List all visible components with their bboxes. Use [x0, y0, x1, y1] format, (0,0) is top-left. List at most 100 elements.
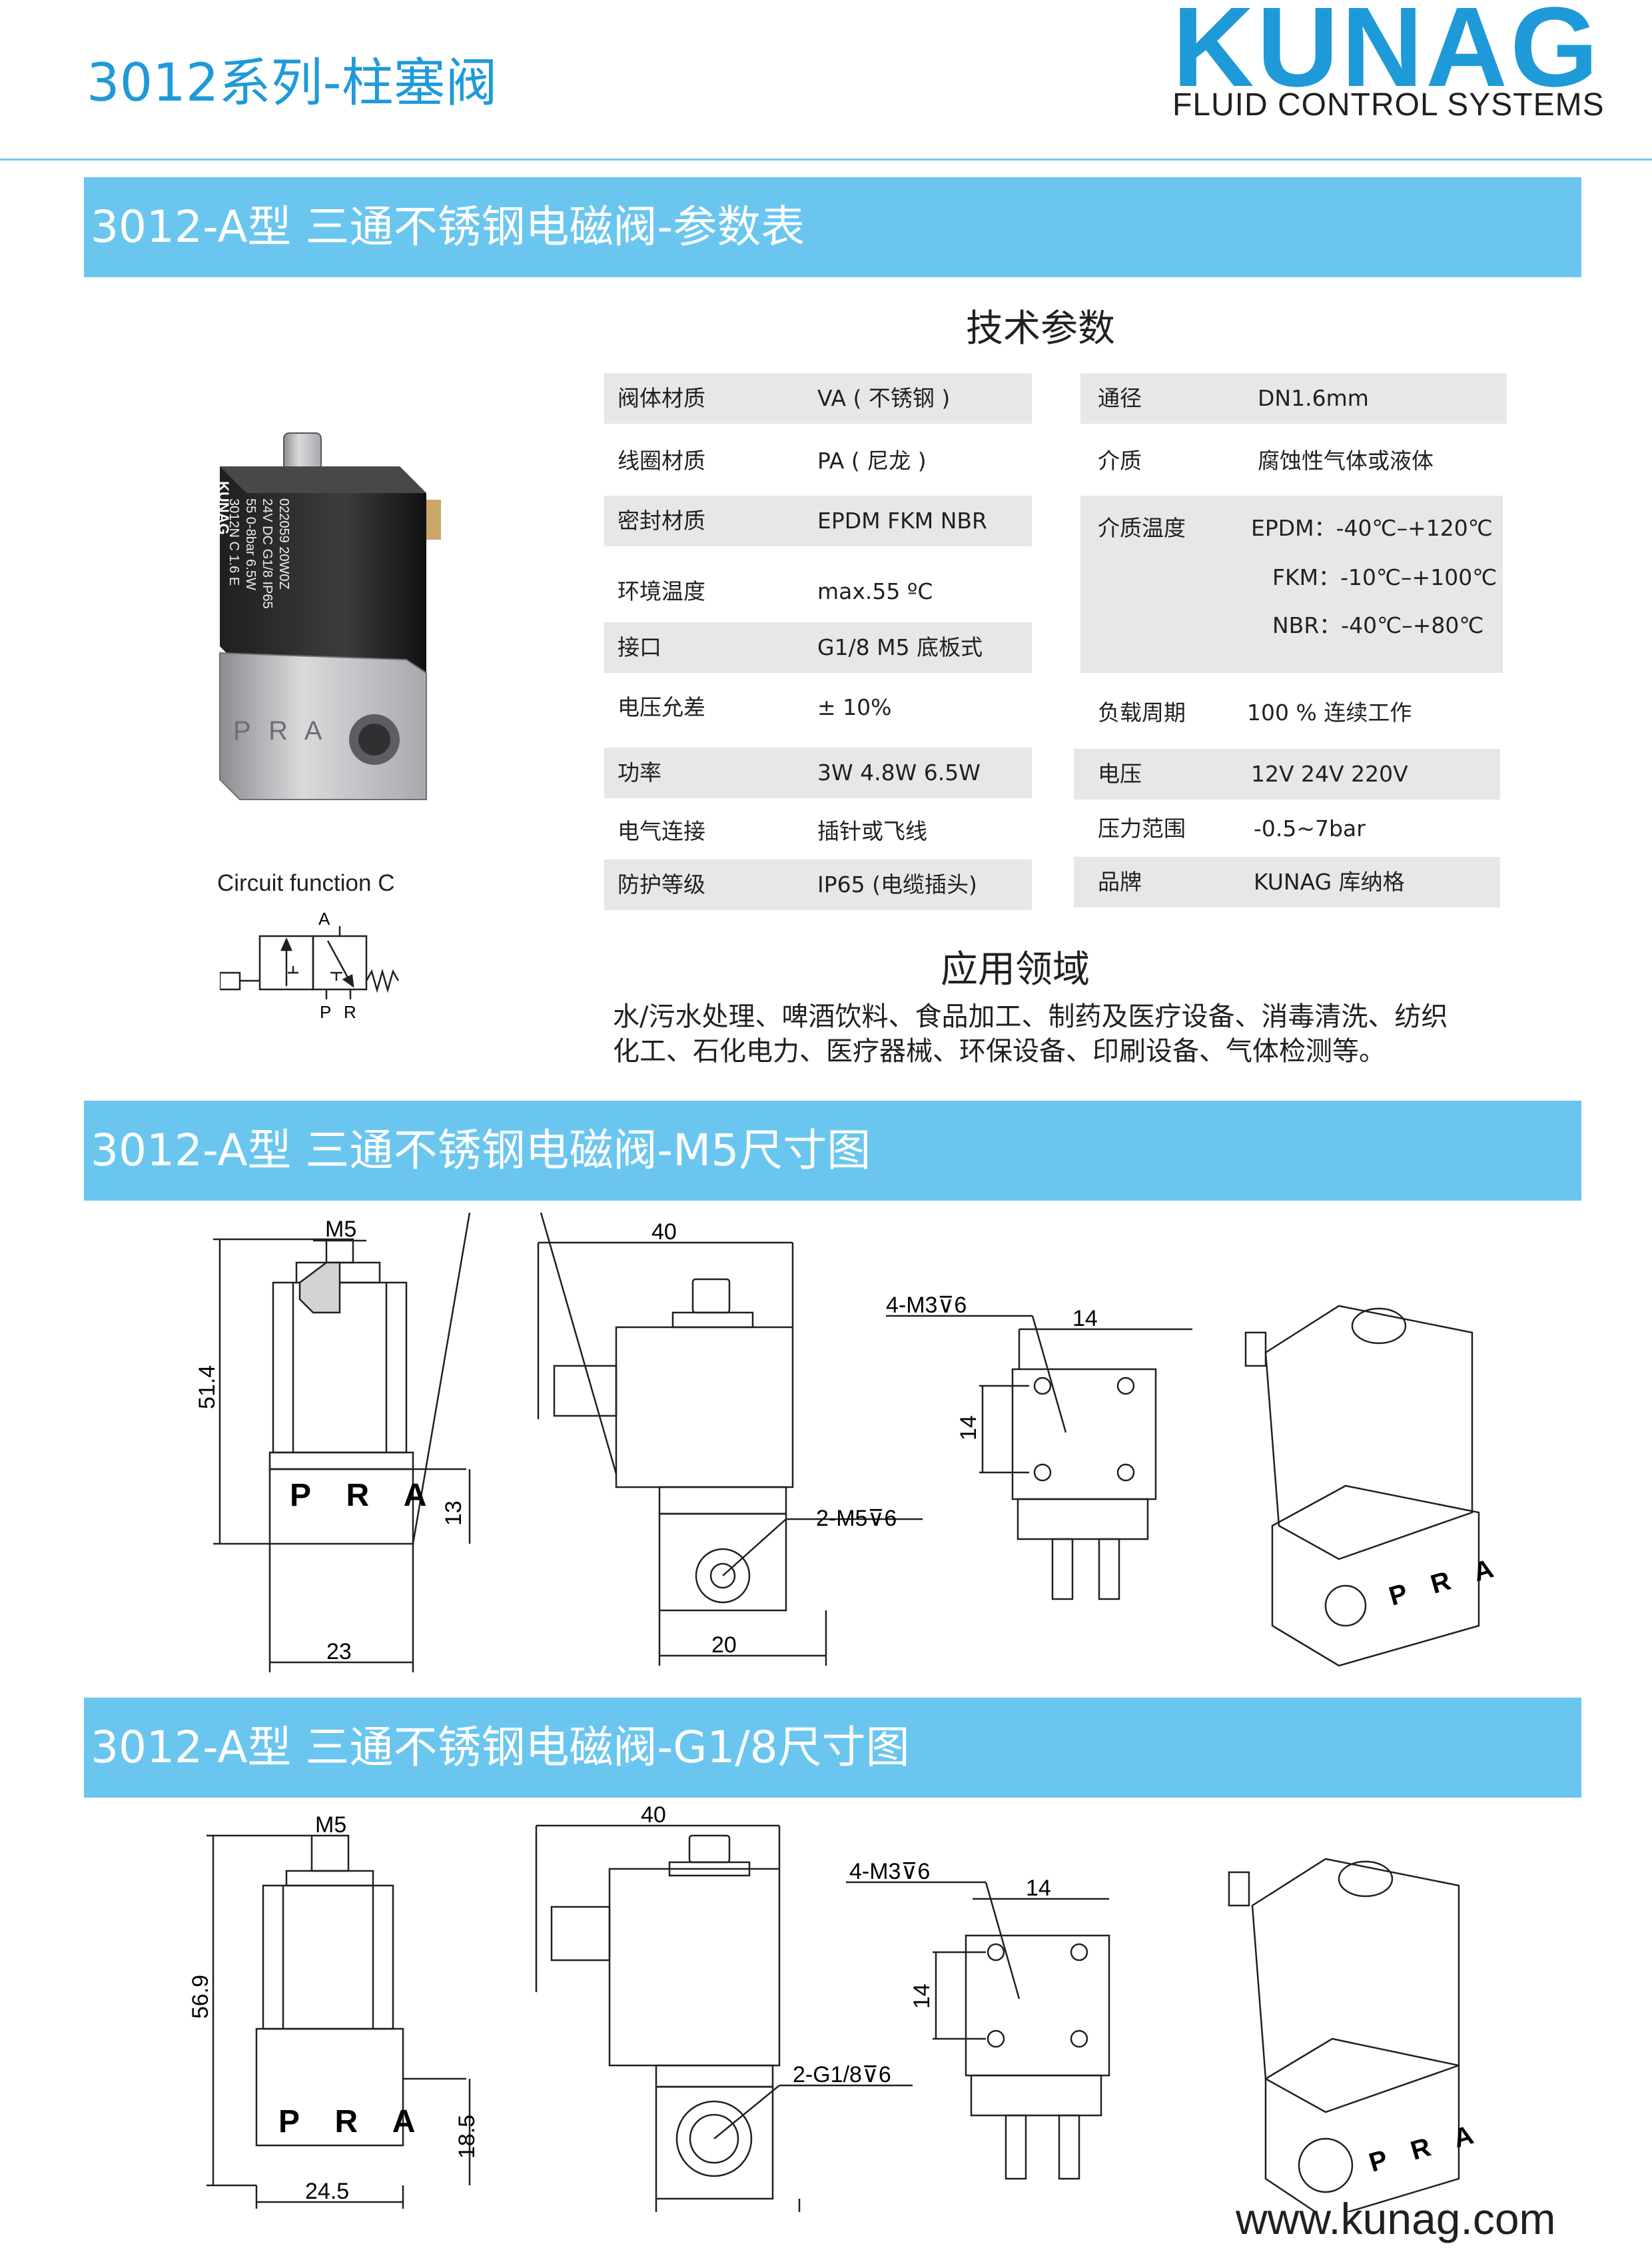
coil-print-line: 55 0-8bar 6.5W: [243, 498, 258, 590]
body-marking: P R A: [233, 716, 328, 746]
spec-row: 负载周期 100 % 连续工作: [1080, 688, 1507, 738]
dim-outlet-thread: 2-M5⊽6: [816, 1506, 897, 1531]
spec-value: KUNAG 库纳格: [1254, 869, 1405, 895]
spec-value: max.55 ºC: [817, 578, 933, 604]
spec-row: 线圈材质 PA ( 尼龙 ): [604, 436, 1032, 486]
applications-text: 水/污水处理、啤酒饮料、食品加工、制药及医疗设备、消毒清洗、纺织 化工、石化电力…: [613, 999, 1492, 1069]
spec-label: 通径: [1098, 385, 1142, 411]
dim-body-height: 13: [441, 1500, 466, 1526]
dim-hole-pitch-y: 14: [909, 1983, 935, 2009]
body-marking: P R A: [278, 2104, 428, 2139]
dim-hole-pitch-x: 14: [1072, 1306, 1098, 1331]
spec-row: 品牌 KUNAG 库纳格: [1074, 857, 1500, 907]
section-title: 3012-A型 三通不锈钢电磁阀-参数表: [91, 201, 805, 253]
coil-print-line: 022059 20W0Z: [276, 498, 291, 590]
website-link[interactable]: www.kunag.com: [1236, 2194, 1556, 2243]
spec-label: 电气连接: [618, 818, 705, 844]
spec-label: 防护等级: [618, 871, 705, 897]
circuit-symbol: A P R: [220, 909, 400, 1022]
spec-row: 密封材质 EPDM FKM NBR: [604, 496, 1032, 546]
section-banner-g18: 3012-A型 三通不锈钢电磁阀-G1/8尺寸图: [84, 1698, 1581, 1798]
dim-mount-holes: 4-M3⊽6: [886, 1293, 967, 1318]
spec-label: 密封材质: [618, 508, 705, 534]
spec-row: 电压允差 ± 10%: [604, 682, 1032, 733]
spec-value: 12V 24V 220V: [1251, 761, 1408, 787]
dim-hole-pitch-x: 14: [1026, 1876, 1051, 1901]
spec-row: 阀体材质 VA ( 不锈钢 ): [604, 373, 1032, 424]
section-banner-m5: 3012-A型 三通不锈钢电磁阀-M5尺寸图: [84, 1101, 1581, 1201]
section-banner-spec: 3012-A型 三通不锈钢电磁阀-参数表: [84, 177, 1581, 277]
spec-value: EPDM：-40℃–+120℃: [1251, 515, 1493, 541]
spec-value: NBR：-40℃–+80℃: [1272, 612, 1484, 638]
spec-label: 介质: [1098, 448, 1142, 474]
spec-value: G1/8 M5 底板式: [817, 634, 983, 660]
dim-port: M5: [325, 1217, 356, 1242]
coil-print-line: 3012N C 1.6 E: [226, 498, 241, 586]
header-divider: [0, 159, 1652, 161]
body-marking: P R A: [290, 1478, 440, 1513]
m5-drawings: M5 51.4 23 13 P R A 40 2-M5⊽6 20 4-M3⊽6 …: [195, 1213, 1505, 1672]
dim-mount-holes: 4-M3⊽6: [849, 1859, 930, 1884]
spec-label: 阀体材质: [618, 385, 705, 411]
spec-value: EPDM FKM NBR: [817, 508, 987, 534]
spec-row: 通径 DN1.6mm: [1080, 373, 1507, 424]
dim-body-height: 18.5: [454, 2115, 480, 2159]
dim-body-length: 20: [711, 1632, 737, 1658]
spec-label: 品牌: [1098, 869, 1142, 895]
dim-length: 40: [651, 1219, 677, 1245]
spec-value: 腐蚀性气体或液体: [1258, 448, 1434, 474]
spec-row: 电压 12V 24V 220V: [1074, 749, 1500, 800]
applications-line: 化工、石化电力、医疗器械、环保设备、印刷设备、气体检测等。: [613, 1036, 1386, 1067]
applications-line: 水/污水处理、啤酒饮料、食品加工、制药及医疗设备、消毒清洗、纺织: [613, 1001, 1448, 1032]
dim-port: M5: [315, 1812, 346, 1838]
dim-height: 56.9: [188, 1975, 213, 2019]
spec-value: VA ( 不锈钢 ): [817, 385, 951, 411]
spec-label: 电压: [1098, 761, 1142, 787]
spec-value: 100 % 连续工作: [1247, 700, 1412, 726]
section-title: 3012-A型 三通不锈钢电磁阀-M5尺寸图: [91, 1125, 871, 1176]
spec-label: 压力范围: [1098, 816, 1186, 842]
dim-hole-pitch-y: 14: [956, 1415, 981, 1440]
port-a-label: A: [318, 909, 330, 929]
spec-row: 压力范围 -0.5~7bar: [1074, 804, 1500, 854]
coil-print-line: 24V DC G1/8 IP65: [260, 498, 274, 609]
spec-value: 3W 4.8W 6.5W: [817, 760, 981, 786]
applications-heading: 应用领域: [941, 948, 1090, 991]
port-r-label: R: [344, 1002, 356, 1022]
circuit-label: Circuit function C: [217, 870, 395, 896]
spec-value: PA ( 尼龙 ): [817, 448, 927, 474]
spec-label: 电压允差: [618, 694, 705, 720]
iso-body-marking: P R A: [1366, 2117, 1485, 2177]
port-p-label: P: [320, 1002, 331, 1022]
spec-label: 线圈材质: [618, 448, 705, 474]
dim-width: 24.5: [305, 2179, 349, 2204]
spec-label: 环境温度: [618, 578, 705, 604]
spec-value: ± 10%: [817, 694, 892, 720]
spec-label: 接口: [618, 634, 661, 660]
spec-label: 负载周期: [1098, 700, 1186, 726]
section-title: 3012-A型 三通不锈钢电磁阀-G1/8尺寸图: [91, 1722, 910, 1773]
spec-row-media-temperature: 介质温度 EPDM：-40℃–+120℃ FKM：-10℃–+100℃ NBR：…: [1080, 496, 1503, 673]
coil-brand: KUNAG: [215, 481, 232, 535]
spec-row: 环境温度 max.55 ºC: [604, 566, 1032, 617]
brand-tagline: FLUID CONTROL SYSTEMS: [1172, 87, 1605, 123]
spec-value: FKM：-10℃–+100℃: [1272, 564, 1497, 590]
brand-logo: KUNAG FLUID CONTROL SYSTEMS: [1172, 0, 1605, 133]
dim-outlet-thread: 2-G1/8⊽6: [793, 2062, 891, 2087]
spec-row: 接口 G1/8 M5 底板式: [604, 622, 1032, 673]
spec-label: 介质温度: [1098, 515, 1186, 541]
spec-label: 功率: [618, 760, 661, 786]
spec-row: 介质 腐蚀性气体或液体: [1080, 436, 1507, 486]
product-photo: 3012N C 1.6 E 55 0-8bar 6.5W 24V DC G1/8…: [215, 432, 441, 800]
dim-height: 51.4: [195, 1365, 220, 1409]
spec-value: -0.5~7bar: [1254, 816, 1366, 842]
dim-body-length: 20: [699, 2209, 725, 2212]
dim-width: 23: [326, 1639, 352, 1664]
spec-row: 功率 3W 4.8W 6.5W: [604, 748, 1032, 798]
spec-row: 电气连接 插针或飞线: [604, 806, 1032, 857]
spec-value: DN1.6mm: [1258, 385, 1369, 411]
spec-value: 插针或飞线: [817, 818, 927, 844]
page-title: 3012系列-柱塞阀: [87, 53, 498, 113]
iso-body-marking: P R A: [1386, 1551, 1505, 1611]
